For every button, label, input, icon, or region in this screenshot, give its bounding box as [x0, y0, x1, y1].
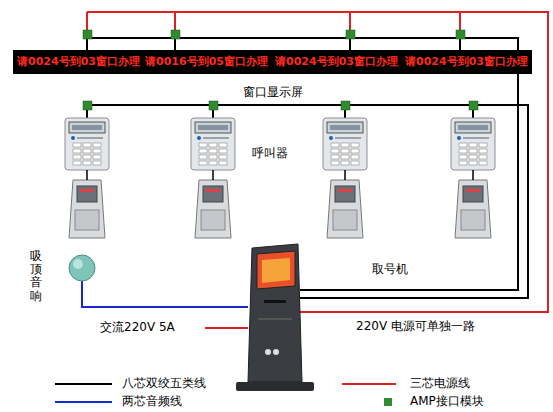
kiosk-ticket-slot — [264, 300, 286, 303]
ceiling-speaker — [69, 255, 95, 281]
power-note: 交流220V 5A — [100, 320, 175, 334]
display-text: 请0024号到03窗口办理 — [17, 55, 140, 68]
kiosk-base — [236, 382, 314, 391]
window-display: 请0024号到03窗口办理 — [401, 50, 532, 74]
legend-swatch — [384, 398, 392, 406]
kiosk-screen-content — [262, 258, 290, 283]
caller-drops — [87, 105, 473, 118]
part-label: 窗口显示屏 — [243, 85, 303, 99]
caller-device — [191, 118, 235, 238]
power-cable — [87, 12, 548, 312]
display-text: 请0016号到05窗口办理 — [145, 55, 268, 68]
part-label: 取号机 — [372, 262, 408, 276]
kiosk-logo — [273, 349, 279, 355]
mains-cable — [205, 327, 248, 329]
caller-device — [451, 118, 495, 238]
power-drops — [87, 12, 460, 34]
display-text: 请0024号到03窗口办理 — [405, 55, 528, 68]
part-label: 呼叫器 — [252, 146, 288, 160]
legend-line-sample — [55, 383, 112, 385]
caller-device — [323, 118, 367, 238]
network-cable — [87, 105, 528, 298]
kiosk-seam — [258, 318, 292, 320]
legend-line-sample — [55, 401, 112, 403]
kiosk-screen — [257, 251, 295, 289]
window-display: 请0024号到03窗口办理 — [271, 50, 402, 74]
audio-cable — [82, 280, 248, 307]
display-text: 请0024号到03窗口办理 — [275, 55, 398, 68]
window-display: 请0024号到03窗口办理 — [13, 50, 144, 74]
legend-text: 两芯音频线 — [122, 394, 182, 408]
part-label: 吸顶音响 — [30, 250, 42, 303]
network-cable — [87, 38, 518, 290]
legend-line-sample — [342, 383, 396, 385]
caller-device — [65, 118, 109, 238]
kiosk-body — [248, 244, 302, 382]
kiosk-logo — [265, 349, 271, 355]
speaker-highlight — [73, 259, 83, 269]
legend-text: 八芯双绞五类线 — [122, 376, 206, 390]
legend-text: 三芯电源线 — [410, 376, 470, 390]
window-display: 请0016号到05窗口办理 — [141, 50, 272, 74]
display-drops — [87, 34, 460, 50]
power-note: 220V 电源可单独一路 — [356, 319, 475, 333]
legend-text: AMP接口模块 — [410, 394, 484, 408]
